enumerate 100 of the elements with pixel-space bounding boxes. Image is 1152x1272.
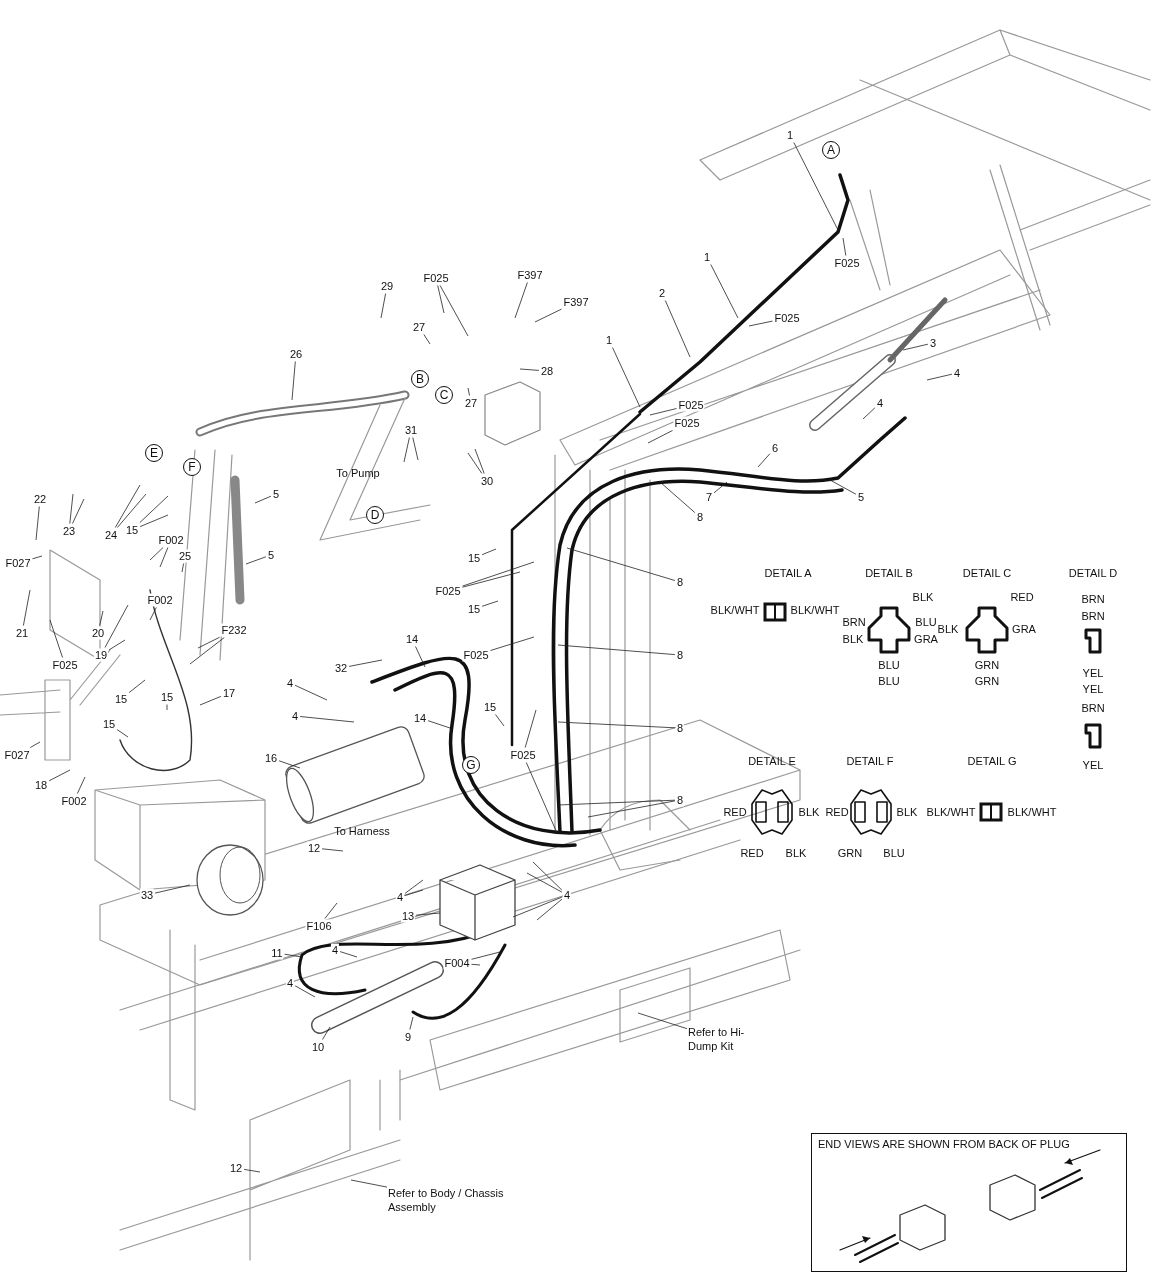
wire-label: BLK — [912, 590, 934, 604]
leader-line — [829, 479, 857, 495]
leader-line — [29, 741, 41, 748]
leader-line — [49, 619, 63, 658]
leader-line — [902, 343, 929, 351]
callout-number: F025 — [51, 658, 79, 672]
callout-number: 15 — [101, 717, 117, 731]
callout-number: 5 — [856, 490, 866, 504]
wire-label: BLK — [798, 805, 820, 819]
wire-label: BLK — [785, 846, 807, 860]
leader-line — [748, 320, 773, 327]
wire-label: DETAIL A — [764, 566, 812, 580]
callout-number: F025 — [673, 416, 701, 430]
callout-number: 29 — [379, 279, 395, 293]
leader-line — [404, 889, 424, 896]
callout-number: 4 — [395, 890, 405, 904]
leader-line — [793, 142, 839, 231]
leader-line — [108, 639, 126, 651]
leader-line — [471, 951, 501, 960]
detail-letter: C — [435, 386, 453, 404]
leader-line — [637, 1012, 688, 1030]
callout-number: 8 — [695, 510, 705, 524]
wire-label: DETAIL F — [846, 754, 894, 768]
callout-number: 5 — [271, 487, 281, 501]
callout-number: 19 — [93, 648, 109, 662]
callout-number: 27 — [463, 396, 479, 410]
leader-line — [404, 879, 424, 894]
note-text: END VIEWS ARE SHOWN FROM BACK OF PLUG — [818, 1138, 1070, 1150]
leader-line — [128, 679, 146, 693]
leader-line — [415, 646, 426, 668]
callout-number: 10 — [310, 1040, 326, 1054]
leader-line — [159, 547, 169, 568]
callout-number: 2 — [657, 286, 667, 300]
callout-number: 22 — [32, 492, 48, 506]
wire-label: BLK/WHT — [1007, 805, 1057, 819]
leader-line — [525, 762, 558, 834]
leader-line — [299, 716, 355, 723]
leader-line — [114, 484, 141, 528]
leader-line — [348, 659, 383, 667]
callout-number: F002 — [157, 533, 185, 547]
leader-line — [437, 285, 445, 314]
leader-line — [245, 556, 267, 565]
leader-line — [490, 636, 535, 651]
leader-line — [481, 600, 499, 607]
leader-line — [243, 1169, 261, 1173]
leader-line — [294, 985, 316, 998]
wire-label: GRA — [1012, 622, 1036, 636]
detail-letter: F — [183, 458, 201, 476]
leader-line — [197, 636, 220, 649]
leader-line — [139, 495, 169, 523]
callout-number: 27 — [411, 320, 427, 334]
leader-line — [32, 555, 43, 560]
wire-label: DETAIL C — [962, 566, 1012, 580]
wire-label: RED — [1010, 590, 1034, 604]
wire-label: BLK/WHT — [926, 805, 976, 819]
detail-letter: A — [822, 141, 840, 159]
leader-line — [612, 347, 641, 408]
callout-number: F025 — [833, 256, 861, 270]
callout-number: F025 — [509, 748, 537, 762]
callout-number: 32 — [333, 661, 349, 675]
callout-number: 1 — [604, 333, 614, 347]
leader-line — [284, 953, 303, 958]
leader-line — [423, 334, 431, 345]
leader-line — [35, 506, 40, 541]
leader-line — [647, 430, 673, 444]
wire-label: DETAIL D — [1068, 566, 1118, 580]
wire-label: BLU — [878, 658, 900, 672]
leader-line — [149, 547, 164, 561]
leader-line — [536, 898, 563, 921]
wire-label: BLU — [883, 846, 905, 860]
callout-number: 31 — [403, 423, 419, 437]
leader-line — [474, 448, 485, 474]
leader-line — [427, 720, 451, 729]
leader-line — [117, 493, 147, 528]
callout-number: 15 — [466, 551, 482, 565]
leader-line — [69, 493, 74, 524]
callout-number: 23 — [61, 524, 77, 538]
leader-line — [77, 776, 86, 794]
leader-line — [664, 300, 691, 358]
leader-line — [104, 604, 129, 648]
leader-line — [291, 361, 296, 401]
callout-number: 13 — [400, 909, 416, 923]
leader-line — [154, 884, 191, 894]
callout-number: 4 — [875, 396, 885, 410]
callout-number: F025 — [677, 398, 705, 412]
callout-number: F106 — [305, 919, 333, 933]
wire-label: RED — [825, 805, 849, 819]
leader-line — [199, 696, 222, 706]
leader-line — [495, 714, 505, 727]
wire-label: BLK/WHT — [790, 603, 840, 617]
callout-number: F004 — [443, 956, 471, 970]
callout-number: F027 — [4, 556, 32, 570]
callout-number: 16 — [263, 751, 279, 765]
leader-line — [166, 704, 168, 711]
detail-letter: E — [145, 444, 163, 462]
wire-label: RED — [740, 846, 764, 860]
wire-label: GRA — [914, 632, 938, 646]
callout-number: 8 — [675, 575, 685, 589]
wire-label: BLK — [842, 632, 864, 646]
leader-line — [471, 963, 481, 966]
